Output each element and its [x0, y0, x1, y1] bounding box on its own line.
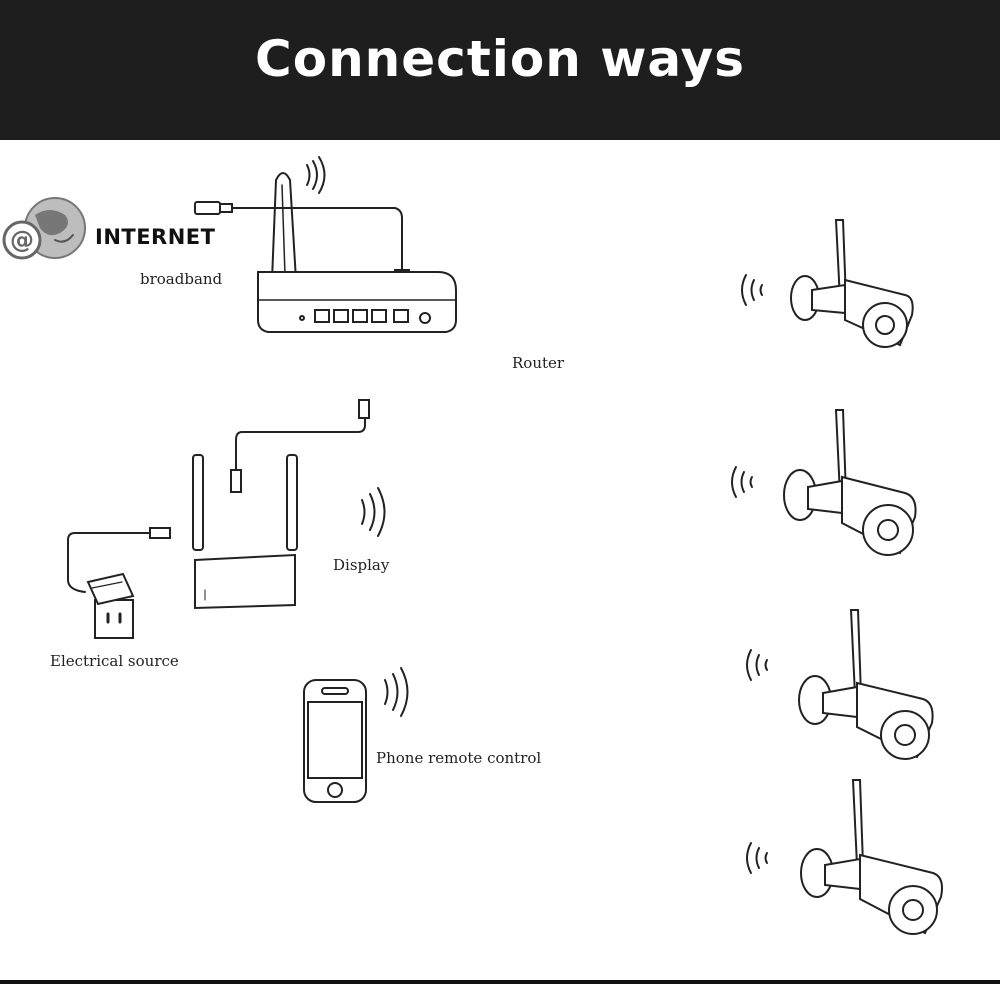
router-wifi-icon: [306, 156, 326, 194]
display-label: Display: [333, 556, 390, 574]
svg-text:@: @: [10, 226, 34, 254]
phone-wifi-icon: [384, 667, 409, 717]
phone-remote-control-label: Phone remote control: [376, 749, 542, 767]
title-banner: Connection ways: [0, 0, 1000, 140]
router-antenna-icon: [270, 172, 298, 281]
camera-3-icon: [746, 609, 934, 760]
display-wifi-icon: [361, 487, 386, 537]
internet-label: INTERNET: [95, 225, 216, 249]
electrical-socket-icon: [86, 572, 135, 639]
phone-icon: [303, 679, 367, 803]
camera-1-icon: [741, 219, 914, 348]
page-title: Connection ways: [255, 30, 745, 88]
router-label: Router: [512, 354, 565, 372]
internet-globe-icon: @: [2, 197, 86, 260]
electrical-source-label: Electrical source: [50, 652, 179, 670]
camera-4-icon: [746, 779, 943, 935]
bottom-divider: [0, 980, 1000, 984]
broadband-label: broadband: [140, 270, 223, 288]
display-device-icon: [192, 454, 298, 610]
router-device-icon: [257, 271, 457, 333]
camera-2-icon: [731, 409, 917, 556]
power-cable: [67, 527, 171, 593]
display-cable: [230, 399, 370, 493]
